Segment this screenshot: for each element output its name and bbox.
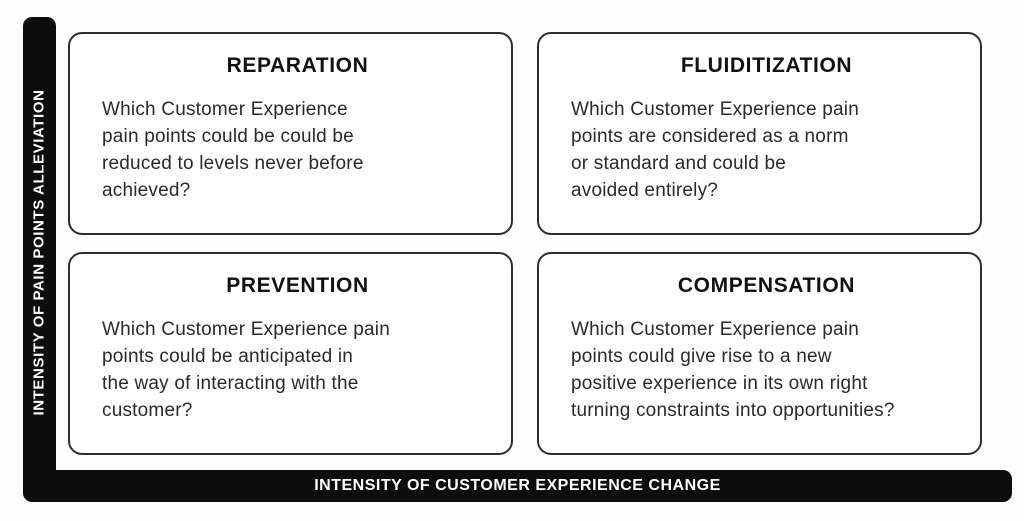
quadrant-reparation: REPARATION Which Customer Experience pai… (68, 32, 513, 235)
quadrant-grid: REPARATION Which Customer Experience pai… (68, 32, 982, 455)
quadrant-prevention: PREVENTION Which Customer Experience pai… (68, 252, 513, 455)
y-axis-label: INTENSITY OF PAIN POINTS ALLEVIATION (31, 88, 48, 416)
quadrant-fluiditization: FLUIDITIZATION Which Customer Experience… (537, 32, 982, 235)
quadrant-body: Which Customer Experience pain points co… (102, 99, 364, 201)
quadrant-body: Which Customer Experience pain points co… (102, 319, 390, 421)
y-axis-bar: INTENSITY OF PAIN POINTS ALLEVIATION (23, 17, 56, 487)
quadrant-body: Which Customer Experience pain points ar… (571, 99, 859, 201)
quadrant-title: COMPENSATION (677, 274, 856, 297)
x-axis-bar: INTENSITY OF CUSTOMER EXPERIENCE CHANGE (23, 470, 1012, 502)
quadrant-compensation: COMPENSATION Which Customer Experience p… (537, 252, 982, 455)
quadrant-title: REPARATION (226, 54, 369, 77)
quadrant-body: Which Customer Experience pain points co… (571, 319, 895, 421)
quadrant-title: FLUIDITIZATION (680, 54, 853, 77)
x-axis-label: INTENSITY OF CUSTOMER EXPERIENCE CHANGE (314, 477, 721, 494)
quadrant-title: PREVENTION (226, 274, 369, 297)
